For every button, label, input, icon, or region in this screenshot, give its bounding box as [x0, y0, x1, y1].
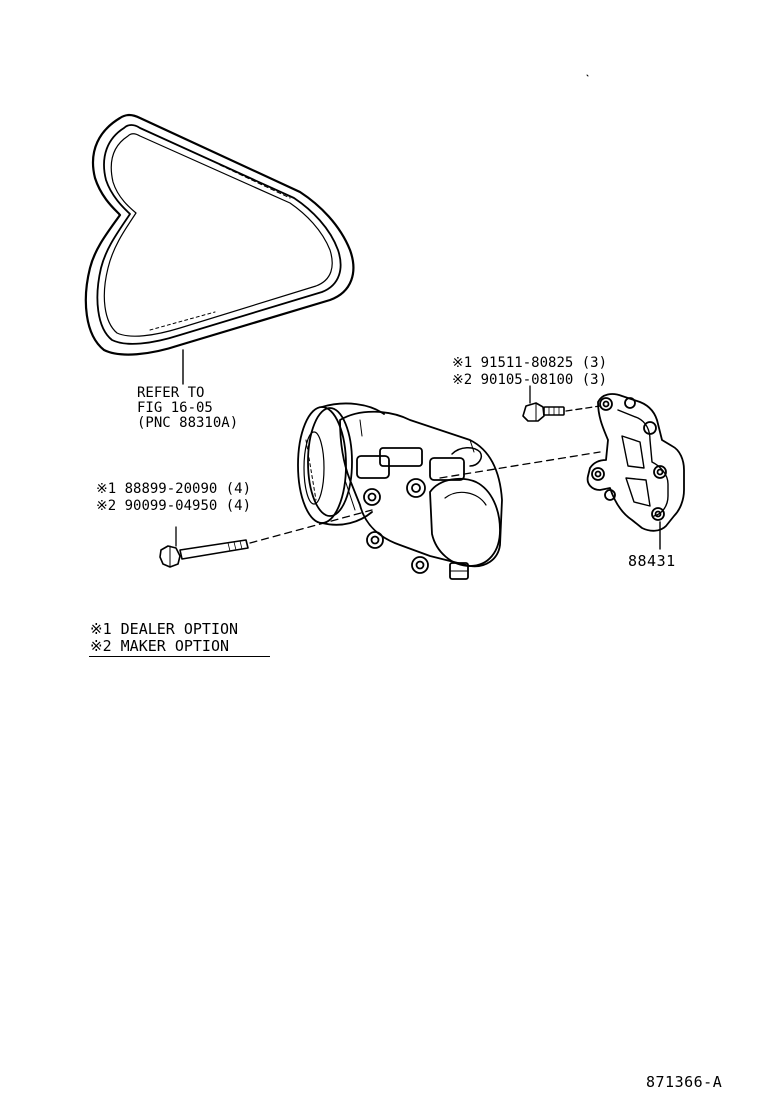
long-bolt-part-1[interactable]: ※1 88899-20090 (4): [96, 481, 252, 497]
illustration-id: 871366-A: [646, 1073, 723, 1091]
belt-reference-line-2[interactable]: FIG 16-05: [137, 400, 213, 416]
belt-reference-line-3[interactable]: (PNC 88310A): [137, 415, 239, 431]
bracket-bolt-part-1[interactable]: ※1 91511-80825 (3): [452, 355, 608, 371]
stray-mark: [586, 74, 589, 77]
legend-underline: [89, 656, 270, 657]
bracket-part-number[interactable]: 88431: [628, 552, 676, 570]
compressor[interactable]: [297, 402, 503, 580]
drive-belt[interactable]: [84, 113, 355, 356]
legend-maker-option: ※2 MAKER OPTION: [90, 637, 229, 655]
long-bolt-part-2[interactable]: ※2 90099-04950 (4): [96, 498, 252, 514]
bracket-bolt-part-2[interactable]: ※2 90105-08100 (3): [452, 372, 608, 388]
compressor-bracket[interactable]: [586, 393, 685, 532]
long-bolt-guide-line-lower: [249, 509, 373, 544]
legend-dealer-option: ※1 DEALER OPTION: [90, 620, 239, 638]
bracket-bolt[interactable]: [522, 402, 565, 422]
belt-reference-line-1[interactable]: REFER TO: [137, 385, 205, 401]
long-bolt[interactable]: [159, 539, 249, 568]
long-bolt-guide-line-upper: [439, 451, 601, 479]
bracket-bolt-guide-line: [565, 405, 601, 412]
